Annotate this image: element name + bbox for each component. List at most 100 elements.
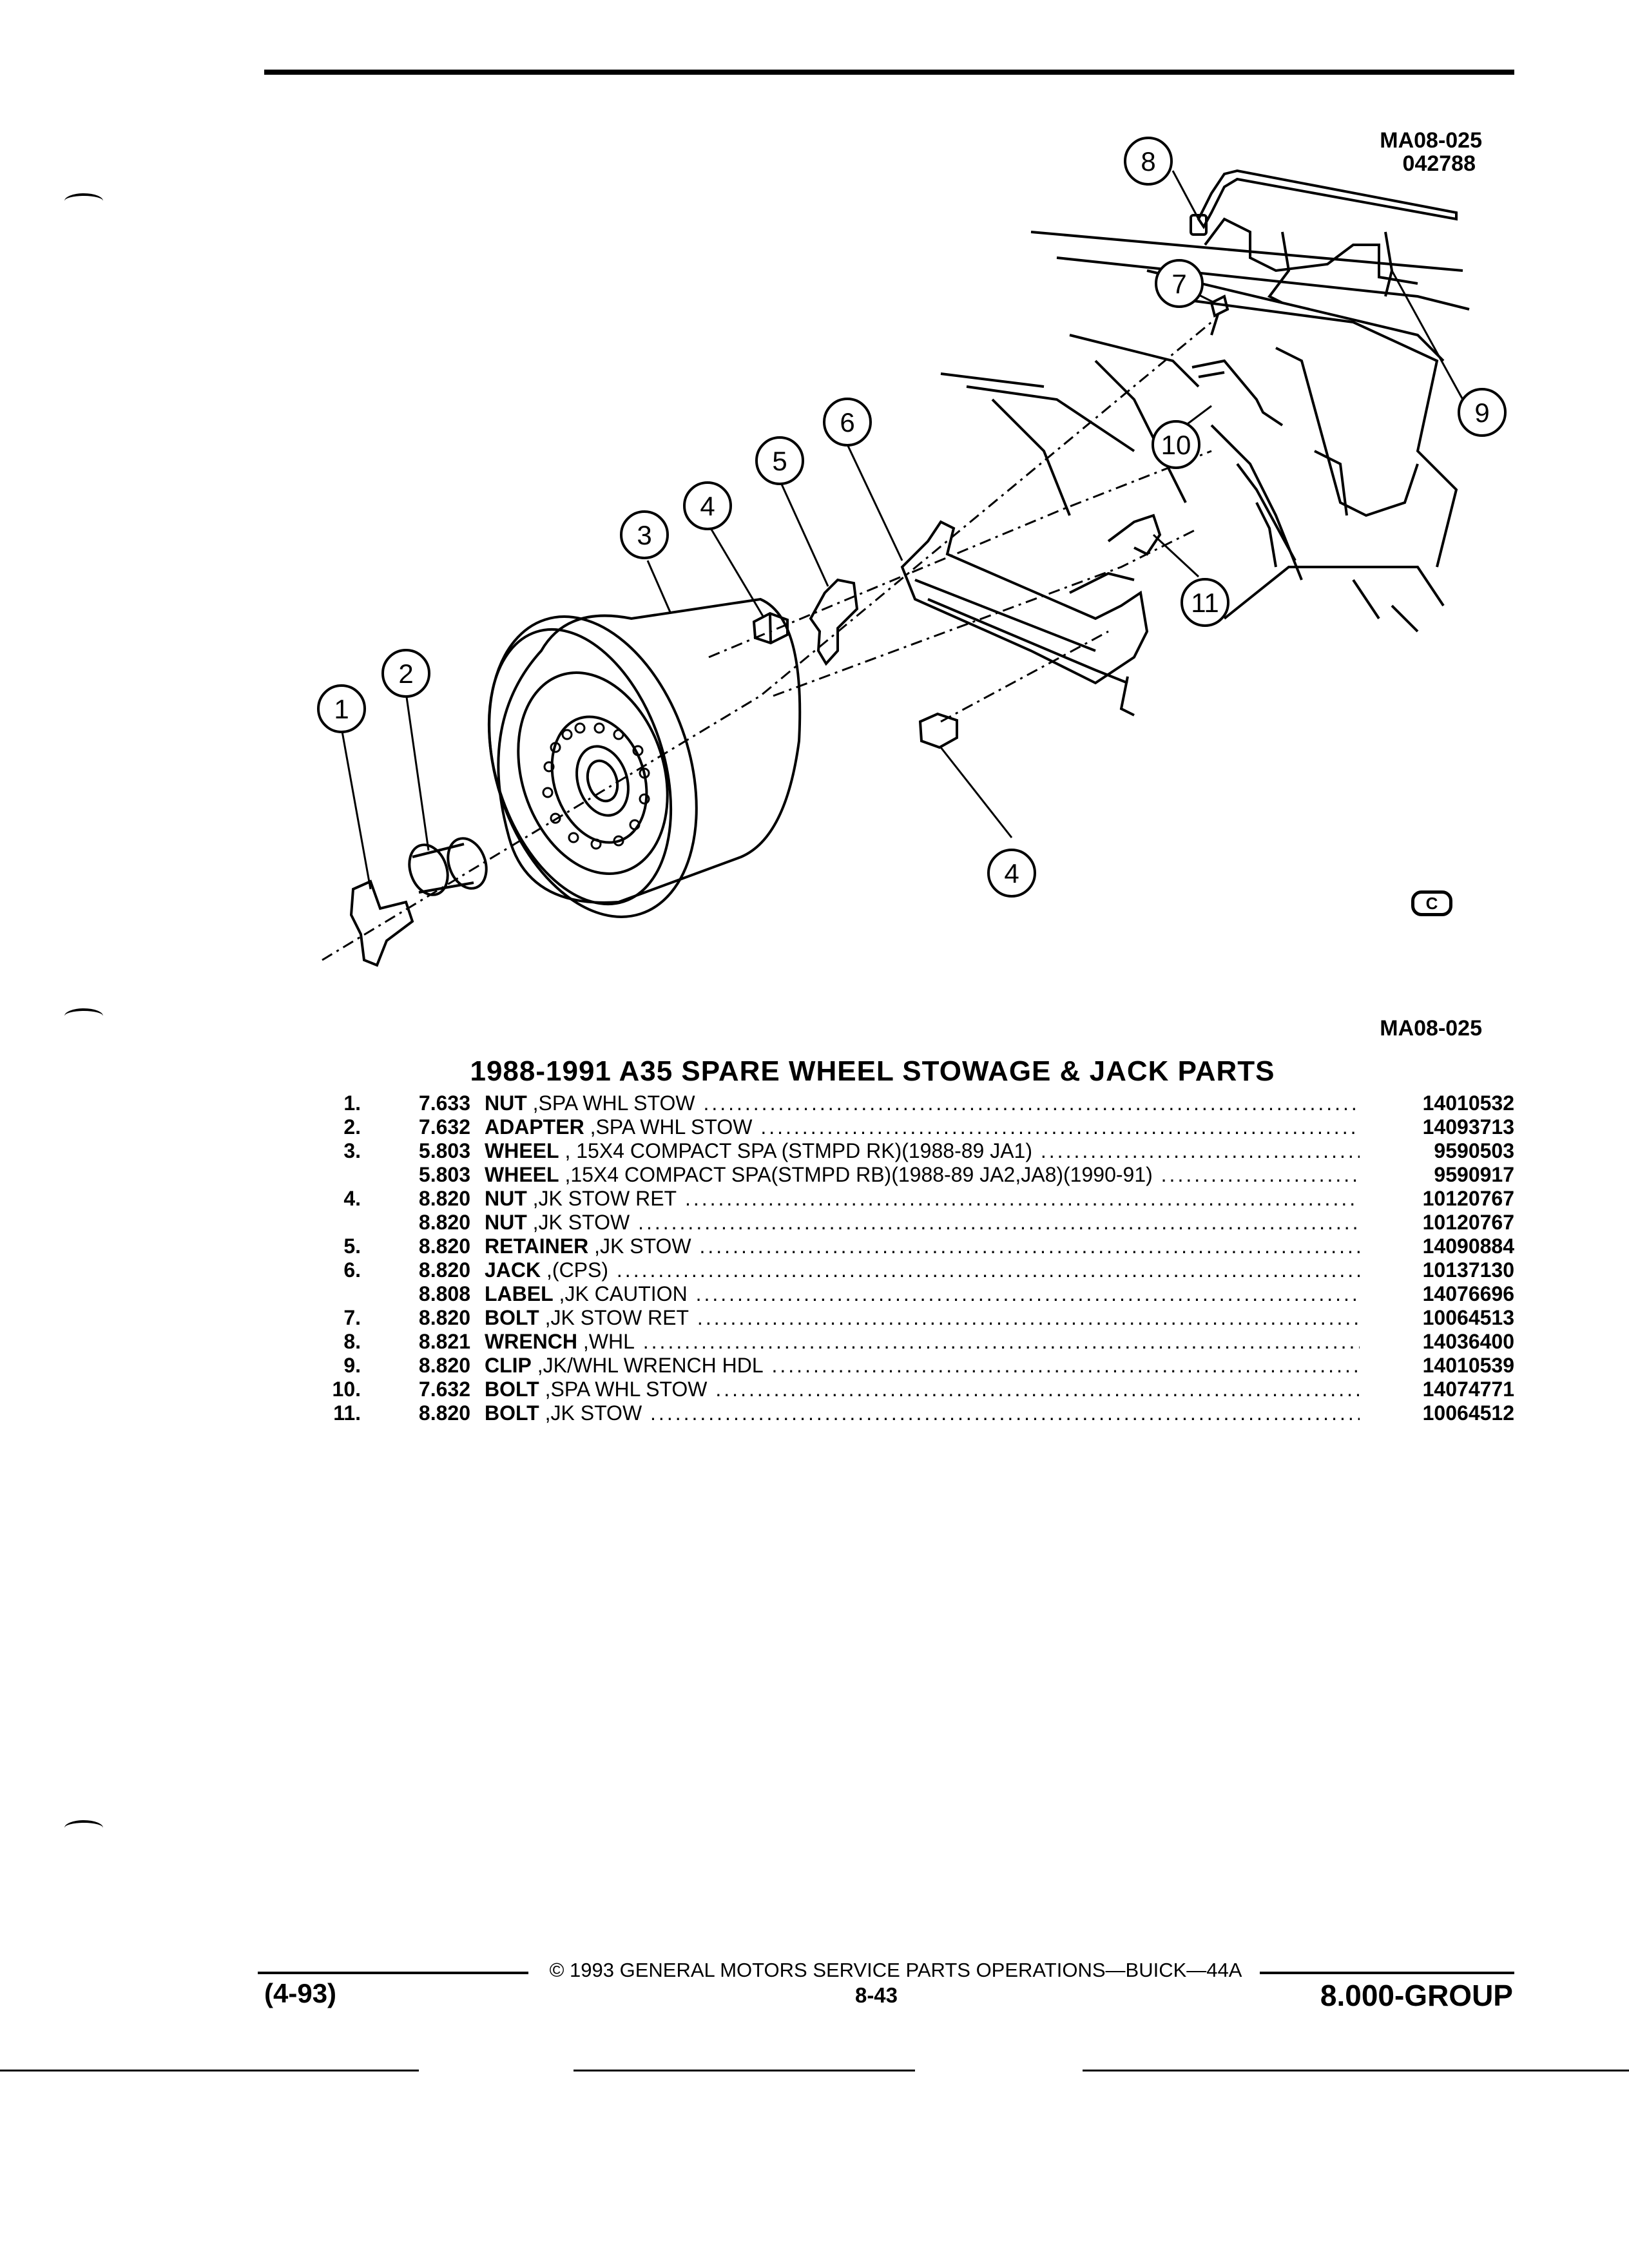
item-number: 6. xyxy=(343,1258,361,1282)
part-qualifier: ,JK STOW xyxy=(588,1235,691,1258)
callout-leaders xyxy=(340,170,1464,890)
item-number: 2. xyxy=(343,1115,361,1139)
part-name: BOLT xyxy=(485,1306,539,1329)
part-qualifier: ,SPA WHL STOW xyxy=(526,1091,695,1115)
leader-dots: ........................................… xyxy=(715,1378,1360,1401)
part-qualifier: ,JK STOW xyxy=(539,1401,642,1425)
callout-label: 4 xyxy=(1004,858,1019,889)
parts-row: 11. 8.820 BOLT ,JK STOW ..................… xyxy=(303,1401,1514,1425)
part-name: BOLT xyxy=(485,1378,539,1401)
item-number: 11. xyxy=(333,1401,361,1425)
part-description: LABEL ,JK CAUTION ......................… xyxy=(485,1282,1360,1306)
callout-label: 6 xyxy=(840,407,854,437)
footer-rule-left xyxy=(258,1972,528,1974)
vehicle-body-structure xyxy=(940,217,1470,633)
footer-date: (4-93) xyxy=(264,1978,337,2008)
footer-rule-right xyxy=(1260,1972,1514,1974)
assembly-centerlines xyxy=(322,321,1212,961)
group-number: 7.633 xyxy=(418,1091,470,1115)
jack-stow-nut xyxy=(918,712,958,749)
figure-date-code: 042788 xyxy=(1402,151,1476,176)
callout-circle xyxy=(381,649,430,698)
group-number: 8.821 xyxy=(418,1330,470,1353)
part-number: 10064513 xyxy=(1422,1306,1514,1329)
group-number: 8.820 xyxy=(418,1401,470,1425)
callout-circle xyxy=(987,849,1036,898)
callout-circle xyxy=(823,398,872,447)
section-title: 1988-1991 A35 SPARE WHEEL STOWAGE & JACK… xyxy=(0,1055,1629,1088)
callout-8: 8 xyxy=(1124,137,1173,186)
leader-dots: ........................................… xyxy=(616,1258,1360,1282)
jack-stow-bolt xyxy=(1107,514,1162,556)
item-number: 7. xyxy=(343,1306,361,1329)
callout-10: 10 xyxy=(1152,420,1200,469)
group-number: 8.820 xyxy=(418,1211,470,1234)
part-qualifier: ,JK CAUTION xyxy=(553,1282,688,1305)
item-number: 4. xyxy=(343,1187,361,1210)
footer-group: 8.000-GROUP xyxy=(1320,1979,1513,2012)
margin-mark xyxy=(64,193,103,209)
group-number: 8.808 xyxy=(418,1282,470,1305)
part-qualifier: ,WHL xyxy=(577,1330,635,1353)
group-number: 8.820 xyxy=(418,1258,470,1282)
part-description: WRENCH ,WHL ............................… xyxy=(485,1330,1360,1354)
callout-2: 2 xyxy=(381,649,430,698)
leader-dots: ........................................… xyxy=(684,1187,1360,1210)
part-name: NUT xyxy=(485,1211,527,1234)
part-description: WHEEL ,15X4 COMPACT SPA(STMPD RB)(1988-8… xyxy=(485,1163,1360,1187)
part-number: 10120767 xyxy=(1422,1187,1514,1210)
part-qualifier: ,JK STOW RET xyxy=(526,1187,677,1210)
leader-dots: ........................................… xyxy=(697,1306,1360,1329)
figure-code-bottom: MA08-025 xyxy=(1380,1016,1482,1041)
item-number: 9. xyxy=(343,1354,361,1377)
part-name: NUT xyxy=(485,1091,527,1115)
jack-stow-retainer xyxy=(809,578,859,666)
callout-label: 11 xyxy=(1191,588,1219,618)
section-title-text: 1988-1991 A35 SPARE WHEEL STOWAGE & JACK… xyxy=(470,1055,1275,1087)
leader-dots: ........................................… xyxy=(695,1282,1360,1305)
wrench-socket xyxy=(1190,214,1208,236)
leader-dots: ........................................… xyxy=(703,1091,1360,1115)
callout-5: 5 xyxy=(755,436,804,485)
group-number: 7.632 xyxy=(418,1115,470,1139)
part-number: 14036400 xyxy=(1422,1330,1514,1353)
leader-dots: ........................................… xyxy=(699,1235,1360,1258)
footer-copyright: © 1993 GENERAL MOTORS SERVICE PARTS OPER… xyxy=(549,1959,1242,1981)
part-number: 10064512 xyxy=(1422,1401,1514,1425)
group-number: 8.820 xyxy=(418,1354,470,1377)
callout-4: 4 xyxy=(683,481,732,530)
part-number: 10120767 xyxy=(1422,1211,1514,1234)
callout-label: 1 xyxy=(334,694,349,724)
part-qualifier: ,(CPS) xyxy=(541,1258,609,1282)
part-number: 14074771 xyxy=(1422,1378,1514,1401)
leader-dots: ........................................… xyxy=(1040,1139,1360,1162)
part-description: BOLT ,JK STOW RET ......................… xyxy=(485,1306,1360,1330)
callout-7: 7 xyxy=(1155,259,1204,308)
callout-circle xyxy=(1124,137,1173,186)
leader-dots: ........................................… xyxy=(650,1401,1360,1425)
callout-label: 10 xyxy=(1161,430,1191,460)
part-description: NUT ,JK STOW RET .......................… xyxy=(485,1187,1360,1211)
callout-6: 6 xyxy=(823,398,872,447)
part-number: 9590503 xyxy=(1434,1139,1514,1162)
callout-label: 5 xyxy=(772,446,787,476)
margin-mark xyxy=(64,1008,103,1024)
group-number: 8.820 xyxy=(418,1235,470,1258)
part-name: WHEEL xyxy=(485,1139,559,1162)
footer-page-number: 8-43 xyxy=(854,1983,898,2007)
group-number: 8.820 xyxy=(418,1306,470,1329)
part-description: BOLT ,JK STOW ..........................… xyxy=(485,1401,1360,1425)
leader-dots: ........................................… xyxy=(1161,1163,1360,1186)
part-number: 14010539 xyxy=(1422,1354,1514,1377)
part-qualifier: ,15X4 COMPACT SPA(STMPD RB)(1988-89 JA2,… xyxy=(559,1163,1153,1186)
part-description: CLIP ,JK/WHL WRENCH HDL ................… xyxy=(485,1354,1360,1378)
